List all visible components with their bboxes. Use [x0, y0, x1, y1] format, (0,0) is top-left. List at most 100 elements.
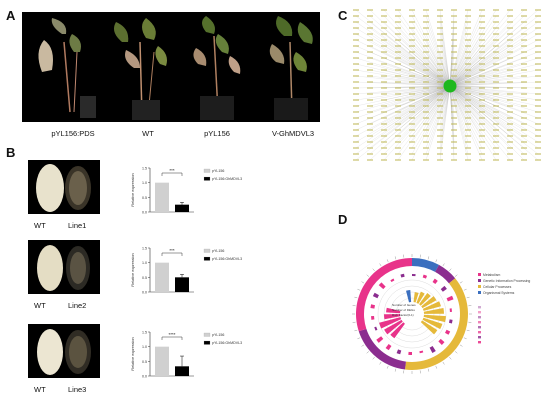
middle-ring-marker	[412, 274, 416, 277]
inner-bar	[416, 291, 425, 304]
fiber-photo-3	[28, 324, 100, 378]
inner-bar	[420, 320, 438, 335]
inner-bar	[390, 322, 405, 339]
legend-label: pYL156:GhMDVL3	[212, 341, 242, 345]
b2-wt-label: WT	[34, 301, 46, 310]
legend-swatch	[203, 256, 211, 261]
plant-1	[38, 18, 96, 118]
significance-label: ***	[169, 168, 175, 173]
outer-ring-segment	[404, 278, 469, 370]
fiber-photo-2-drawing	[37, 245, 90, 291]
bar-1	[155, 182, 169, 212]
legend-label: Genetic Information Processing	[483, 279, 530, 283]
middle-ring-marker	[432, 278, 438, 285]
legend-swatch	[203, 176, 211, 181]
legend-swatch	[203, 248, 211, 253]
inner-bar	[379, 317, 402, 329]
y-tick-label: 1.5	[142, 331, 147, 335]
plant-4	[269, 16, 313, 120]
significance-bracket	[161, 172, 183, 176]
middle-ring-marker	[440, 285, 447, 292]
y-tick-label: 1.0	[142, 261, 147, 265]
scale-swatch	[478, 316, 481, 319]
b1-wt-label: WT	[34, 221, 46, 230]
panel-label-b: B	[6, 145, 16, 160]
inner-label: Number of Genes	[392, 303, 416, 307]
middle-ring-marker	[445, 329, 451, 335]
y-axis-label: Relative expression	[131, 173, 135, 206]
y-tick-label: 0.5	[142, 276, 147, 280]
middle-ring-marker	[396, 349, 402, 355]
scale-swatch	[478, 306, 481, 309]
middle-ring-marker	[408, 351, 412, 355]
b3-wt-label: WT	[34, 385, 46, 394]
y-tick-label: 0.5	[142, 196, 147, 200]
legend-label: pYL156	[212, 249, 224, 253]
y-tick-label: 0.0	[142, 211, 147, 215]
inner-bar	[422, 301, 441, 311]
legend-swatch	[203, 168, 211, 173]
significance-bracket	[161, 336, 183, 340]
scale-swatch	[478, 331, 481, 334]
panel-label-c: C	[338, 8, 348, 23]
y-tick-label: 0.0	[142, 291, 147, 295]
middle-ring-marker	[438, 338, 445, 345]
plant-3	[193, 16, 241, 120]
caption-wt: WT	[142, 129, 154, 138]
legend-swatch	[478, 273, 481, 276]
b2-line-label: Line2	[68, 301, 87, 310]
inner-bar	[423, 308, 444, 314]
plant-photo	[22, 12, 320, 122]
outer-ring-segment	[356, 258, 412, 332]
legend-swatch	[203, 340, 211, 345]
significance-bracket	[161, 252, 183, 256]
middle-ring-marker	[429, 345, 436, 354]
middle-ring-marker	[372, 292, 379, 299]
significance-label: ***	[169, 248, 175, 253]
bar-2	[175, 204, 189, 212]
middle-ring-marker	[374, 326, 378, 331]
bar-1	[155, 262, 169, 292]
network-nodes	[353, 9, 541, 161]
scale-swatch	[478, 311, 481, 314]
inner-label: Rich Factor(0-1)	[392, 313, 414, 317]
y-tick-label: 1.0	[142, 345, 147, 349]
middle-ring-marker	[390, 278, 395, 283]
middle-ring-marker	[448, 319, 453, 324]
y-axis-label: Relative expression	[131, 253, 135, 286]
scale-swatch	[478, 321, 481, 324]
legend-swatch	[478, 285, 481, 288]
legend-label: pYL156	[212, 333, 224, 337]
y-axis-label: Relative expression	[131, 337, 135, 370]
middle-ring-marker	[371, 316, 375, 320]
legend-swatch	[203, 332, 211, 337]
inner-bar	[413, 292, 419, 303]
legend-label: pYL156	[212, 169, 224, 173]
middle-ring-marker	[370, 304, 376, 309]
inner-bar	[406, 290, 412, 303]
inner-bar	[384, 319, 403, 335]
caption-pyl156-pds: pYL156:PDS	[51, 129, 95, 138]
middle-ring-marker	[376, 336, 384, 343]
middle-ring-marker	[419, 350, 424, 354]
y-tick-label: 1.0	[142, 181, 147, 185]
network-svg	[353, 9, 541, 161]
significance-label: ****	[168, 332, 175, 337]
scale-swatch	[478, 341, 481, 344]
bar-1	[155, 346, 169, 376]
panel-label-a: A	[6, 8, 16, 23]
hub-node	[443, 79, 457, 93]
legend-label: Organismal Systems	[483, 291, 515, 295]
caption-pyl156: pYL156	[204, 129, 230, 138]
panel-label-d: D	[338, 212, 348, 227]
fiber-photo-1-drawing	[36, 164, 91, 212]
legend-label: pYL156:GhMDVL3	[212, 177, 242, 181]
inner-bar	[421, 296, 437, 309]
legend-swatch	[478, 291, 481, 294]
b3-line-label: Line3	[68, 385, 87, 394]
